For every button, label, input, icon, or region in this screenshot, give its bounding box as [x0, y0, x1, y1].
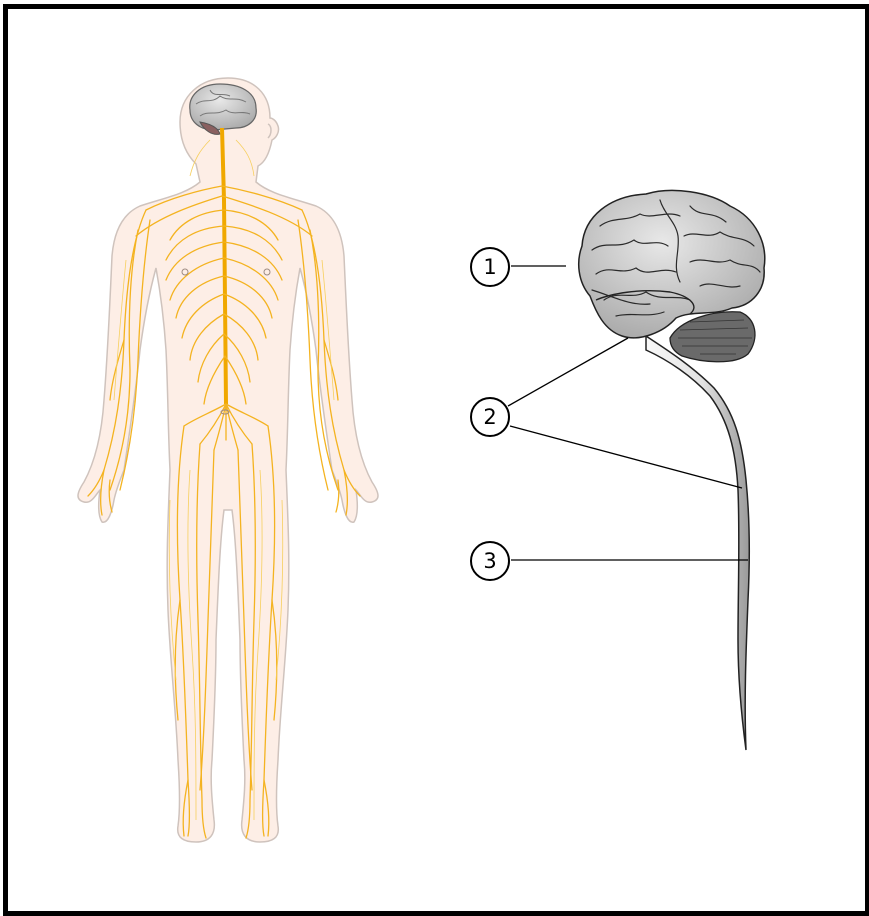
callout-2-leader-upper [508, 338, 628, 406]
callout-2-label: 2 [483, 405, 496, 429]
body-silhouette [78, 78, 378, 842]
callout-1: 1 [471, 248, 566, 286]
callout-2-leader-lower [510, 426, 742, 488]
callout-3-label: 3 [483, 549, 496, 573]
callout-3: 3 [471, 542, 748, 580]
head-brain [190, 84, 256, 130]
spinal-cord-shape [646, 336, 749, 750]
human-body-figure [78, 78, 378, 842]
central-nervous-system [579, 190, 765, 750]
callout-1-label: 1 [483, 255, 496, 279]
